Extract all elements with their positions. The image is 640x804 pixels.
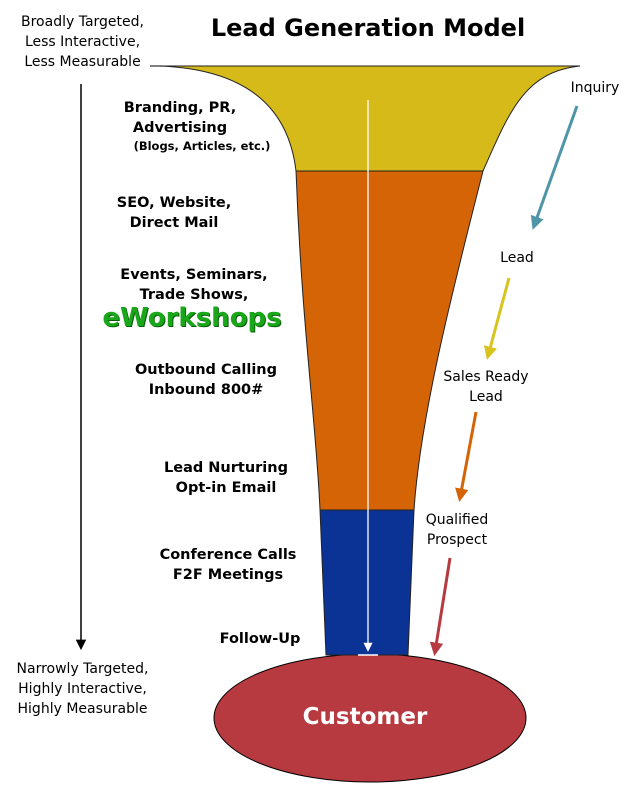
axis-bottom-line: Narrowly Targeted, <box>16 661 149 677</box>
tactic-line: Follow-Up <box>219 631 301 647</box>
stage-lead: Lead <box>472 248 562 268</box>
tactic-branding: Branding, PR, Advertising (Blogs, Articl… <box>70 98 290 154</box>
tactic-nurturing: Lead Nurturing Opt-in Email <box>116 458 336 498</box>
tactic-line: Branding, PR, <box>123 100 237 116</box>
tactic-line: Direct Mail <box>129 215 219 231</box>
tactic-line: Trade Shows, <box>139 287 249 303</box>
stage-line: Sales Ready <box>443 369 529 385</box>
tactic-conference: Conference Calls F2F Meetings <box>118 545 338 585</box>
stage-inquiry: Inquiry <box>550 78 640 98</box>
tactic-events: Events, Seminars, Trade Shows, <box>84 265 304 305</box>
axis-top-line: Broadly Targeted, <box>21 14 144 30</box>
tactic-line: Opt-in Email <box>175 480 277 496</box>
axis-top-label: Broadly Targeted, Less Interactive, Less… <box>0 12 165 72</box>
stage-arrow-sales-ready <box>455 411 478 502</box>
stage-line: Inquiry <box>570 80 620 96</box>
page-title: Lead Generation Model <box>210 14 526 42</box>
stage-sales-ready-lead: Sales Ready Lead <box>426 367 546 407</box>
tactic-line: SEO, Website, <box>116 195 232 211</box>
stage-qualified-prospect: Qualified Prospect <box>402 510 512 550</box>
eworkshops-highlight: eWorkshops <box>102 303 282 333</box>
stage-arrow-lead <box>483 277 511 360</box>
stage-arrow-inquiry <box>530 105 579 230</box>
tactic-line: F2F Meetings <box>172 567 284 583</box>
tactic-line: Conference Calls <box>159 547 297 563</box>
stage-line: Qualified <box>425 512 489 528</box>
stage-line: Lead <box>500 250 534 266</box>
tactic-line: Advertising <box>132 120 228 136</box>
axis-bottom-label: Narrowly Targeted, Highly Interactive, H… <box>0 659 165 719</box>
axis-bottom-line: Highly Measurable <box>17 701 148 717</box>
stage-line: Prospect <box>426 532 488 548</box>
tactic-line: Inbound 800# <box>148 382 264 398</box>
tactic-seo: SEO, Website, Direct Mail <box>64 193 284 233</box>
tactic-calling: Outbound Calling Inbound 800# <box>96 360 316 400</box>
tactic-line: Events, Seminars, <box>120 267 268 283</box>
axis-bottom-line: Highly Interactive, <box>18 681 147 697</box>
tactic-followup: Follow-Up <box>150 629 370 649</box>
tactic-line: Outbound Calling <box>134 362 278 378</box>
axis-top-line: Less Measurable <box>24 54 141 70</box>
funnel-band-bottom <box>319 509 415 656</box>
stage-arrow-qualified <box>429 557 452 656</box>
tactic-note: (Blogs, Articles, etc.) <box>133 139 271 153</box>
tactic-line: Lead Nurturing <box>164 460 288 476</box>
stage-line: Lead <box>469 389 503 405</box>
axis-top-line: Less Interactive, <box>24 34 141 50</box>
customer-label: Customer <box>302 704 428 730</box>
